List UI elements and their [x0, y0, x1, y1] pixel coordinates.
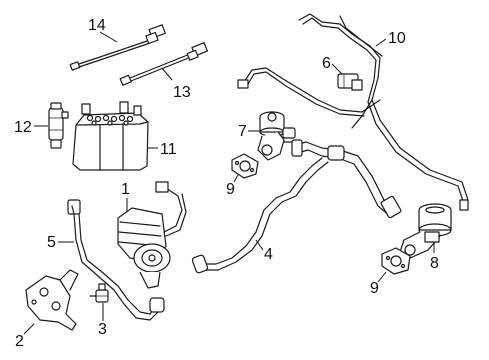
part-3-plug: [89, 283, 109, 303]
upper-hose-assembly: [237, 67, 381, 117]
part-12-valve: [48, 102, 69, 149]
part-11-canister: [72, 101, 149, 171]
leader-4: [255, 239, 264, 251]
part-5-hose: [67, 199, 165, 321]
leader-9a: [233, 174, 239, 183]
part-6-connector: [337, 73, 363, 91]
leader-6: [331, 63, 343, 75]
leader-14: [99, 31, 118, 43]
leader-2: [23, 323, 35, 335]
callout-14: 14: [88, 17, 106, 34]
leader-13: [161, 67, 173, 81]
part-9-gasket-left: [231, 153, 259, 179]
callout-10: 10: [388, 30, 406, 47]
callout-6: 6: [322, 55, 331, 72]
callout-12: 12: [14, 119, 32, 136]
leader-10: [375, 38, 387, 47]
callout-2: 2: [15, 333, 24, 350]
callout-4: 4: [264, 246, 273, 263]
part-1-air-pump: [117, 181, 187, 289]
callout-7: 7: [238, 123, 247, 140]
callout-13: 13: [173, 84, 191, 101]
callout-5: 5: [47, 234, 56, 251]
part-10-vacuum-lines: [298, 13, 469, 211]
callout-3: 3: [98, 321, 107, 338]
part-4-hose: [191, 157, 329, 274]
callout-1: 1: [121, 181, 130, 198]
canister-top-ports: [86, 114, 134, 126]
leader-9b: [377, 271, 387, 283]
air-hose-main: [291, 139, 402, 219]
part-7-valve: [257, 111, 301, 161]
callout-11: 11: [160, 141, 177, 158]
part-8-valve: [399, 203, 452, 259]
part-9-gasket-right: [381, 247, 411, 275]
callout-9a: 9: [226, 181, 235, 198]
callout-9b: 9: [370, 280, 379, 297]
part-13-sensor: [119, 42, 208, 86]
part-2-bracket: [25, 269, 79, 331]
part-14-sensor: [69, 24, 166, 71]
callout-8: 8: [430, 255, 439, 272]
